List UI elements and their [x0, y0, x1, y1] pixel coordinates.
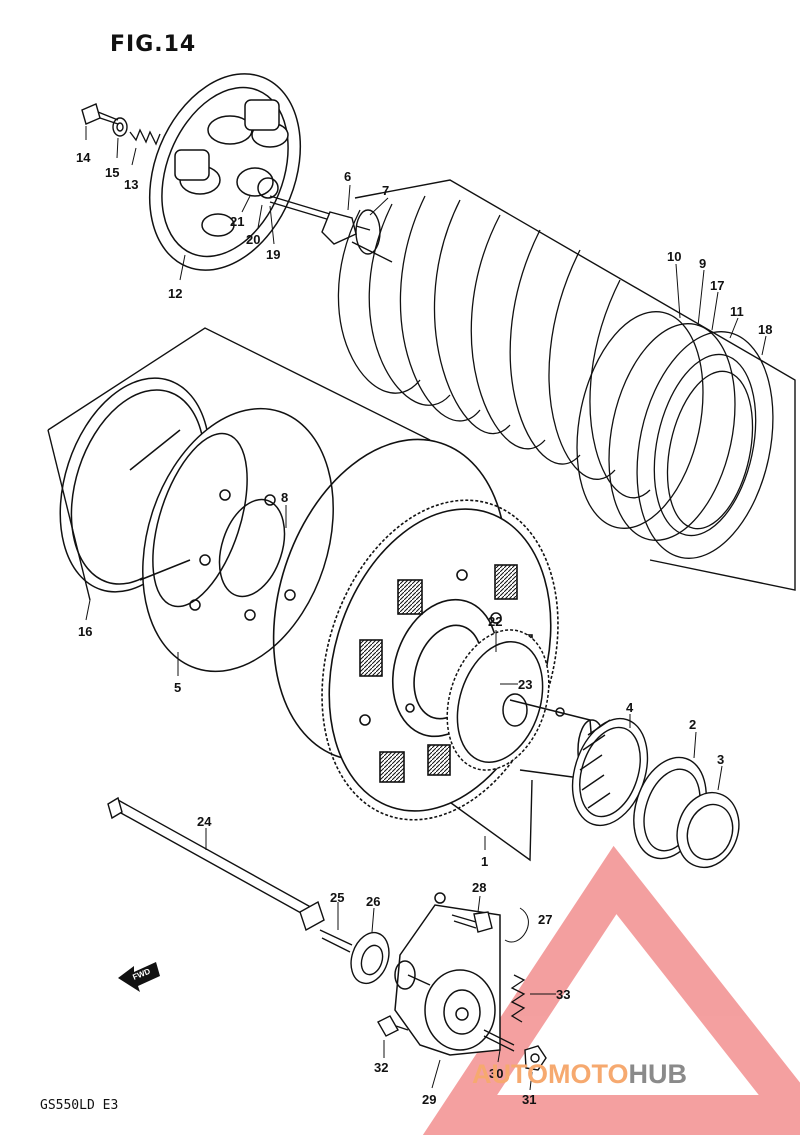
callout-11: 11	[730, 304, 744, 319]
callout-10: 10	[667, 249, 681, 264]
callout-6: 6	[344, 169, 351, 184]
callout-17: 17	[710, 278, 724, 293]
callout-33: 33	[556, 987, 570, 1002]
watermark-text: AUTOMOTOHUB	[472, 1059, 687, 1090]
bolt-14	[81, 103, 119, 125]
callout-21: 21	[230, 214, 244, 229]
small-gear-22	[446, 629, 550, 771]
spring-33	[510, 974, 526, 1023]
washer-3	[676, 791, 740, 869]
bolt-32	[377, 1015, 409, 1037]
callout-15: 15	[105, 165, 119, 180]
spring-13	[129, 128, 161, 146]
stud-30	[483, 1029, 515, 1052]
washer-15	[112, 117, 128, 137]
sleeve-hub-5	[129, 407, 334, 673]
callout-2: 2	[689, 717, 696, 732]
push-rod-24	[107, 796, 325, 932]
callout-20: 20	[246, 232, 260, 247]
callout-26: 26	[366, 894, 380, 909]
hub-panel	[47, 327, 533, 862]
callout-16: 16	[78, 624, 92, 639]
release-rod	[269, 195, 393, 263]
screw-28	[451, 911, 493, 933]
pressure-plate	[148, 73, 302, 271]
callout-4: 4	[626, 700, 634, 715]
callout-19: 19	[266, 247, 280, 262]
callout-27: 27	[538, 912, 552, 927]
fwd-arrow-icon: FWD	[118, 962, 160, 992]
watermark-logo	[422, 845, 800, 1135]
callout-29: 29	[422, 1092, 436, 1107]
callout-18: 18	[758, 322, 772, 337]
callout-22: 22	[488, 614, 502, 629]
callout-31: 31	[522, 1092, 536, 1107]
callout-32: 32	[374, 1060, 388, 1075]
callout-14: 14	[76, 150, 91, 165]
callout-28: 28	[472, 880, 486, 895]
oil-seal-26	[350, 931, 390, 985]
callout-23: 23	[518, 677, 532, 692]
callout-8: 8	[281, 490, 288, 505]
model-code: GS550LD E3	[40, 1098, 119, 1113]
callout-13: 13	[124, 177, 138, 192]
release-housing-29	[394, 892, 501, 1056]
nut-31	[524, 1045, 547, 1071]
watermark-text-part2: HUB	[628, 1059, 688, 1089]
callout-1: 1	[481, 854, 488, 869]
callout-30: 30	[489, 1066, 503, 1081]
callout-9: 9	[699, 256, 706, 271]
rod-25	[319, 929, 353, 953]
callout-25: 25	[330, 890, 344, 905]
watermark-text-part1: AUTOMOTO	[472, 1059, 629, 1089]
callout-24: 24	[197, 814, 212, 829]
callout-12: 12	[168, 286, 182, 301]
callout-7: 7	[382, 183, 389, 198]
callout-5: 5	[174, 680, 181, 695]
clutch-plates	[337, 195, 774, 559]
callout-3: 3	[717, 752, 724, 767]
leader-lines	[85, 126, 767, 1091]
clutch-plate-panel	[354, 179, 796, 591]
figure-title: FIG.14	[110, 32, 197, 57]
callout-labels: 14 15 13 12 21 20 19 6 7 10 9 17 11 18 8…	[76, 150, 772, 1107]
